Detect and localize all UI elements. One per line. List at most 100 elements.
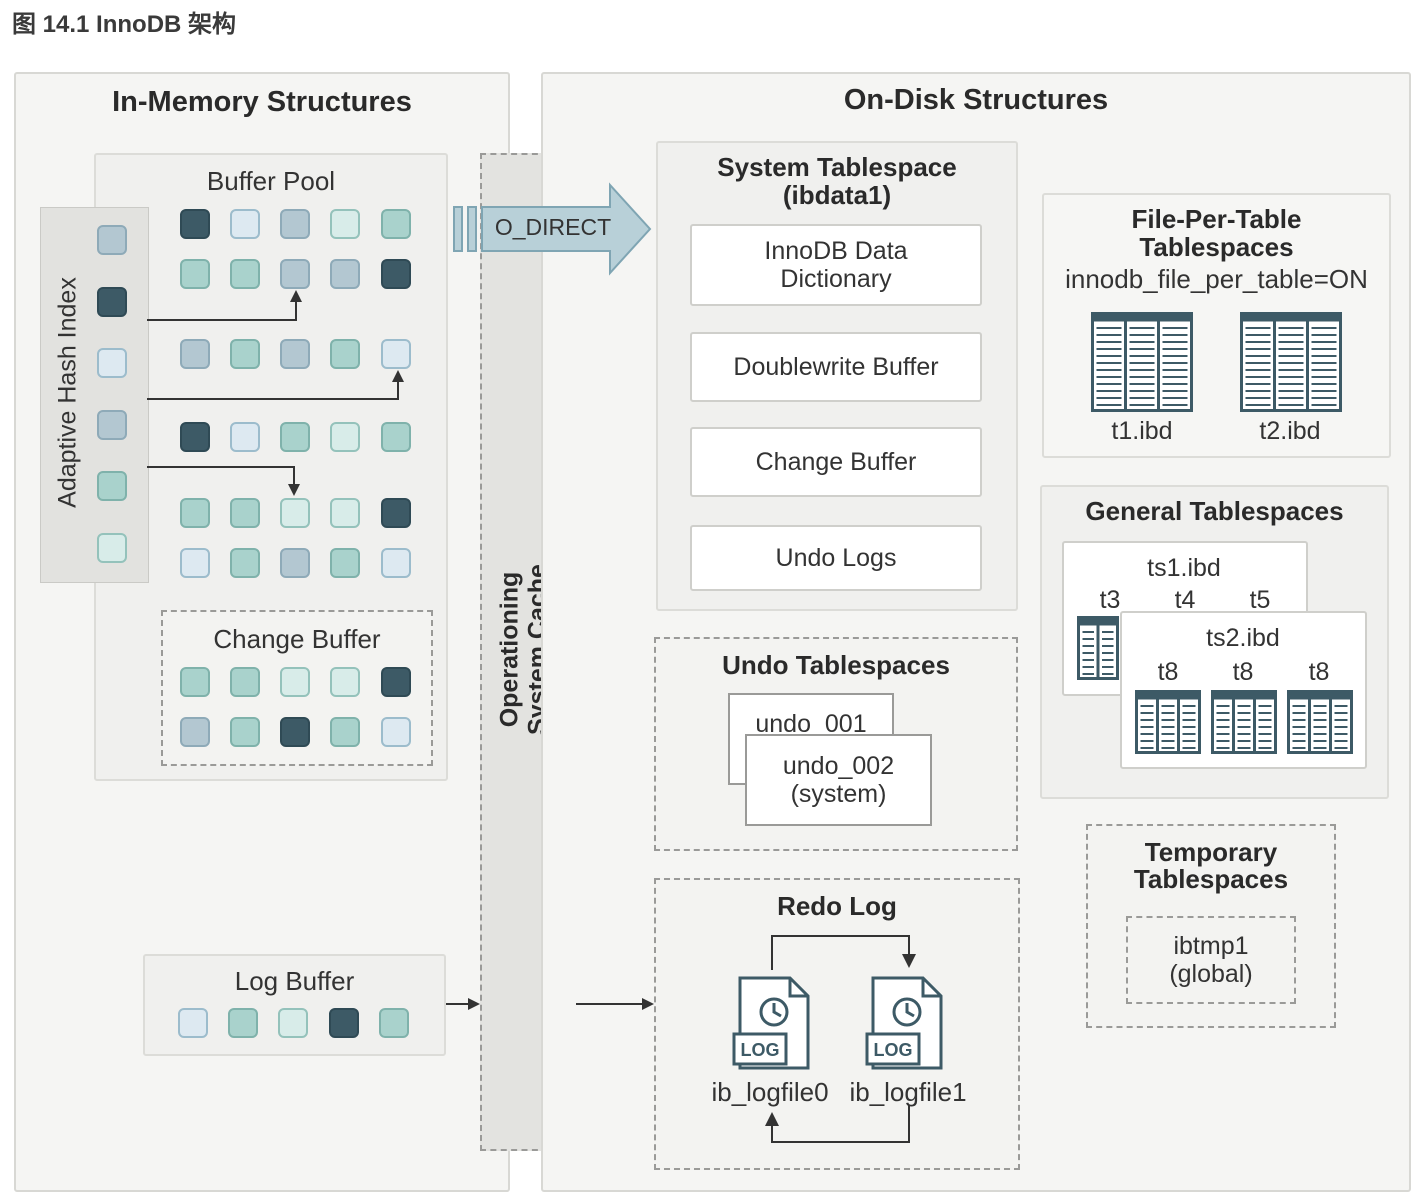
page-cell (329, 1008, 359, 1038)
page-cell (228, 1008, 258, 1038)
table-icon (1240, 312, 1342, 412)
log-icon-text: LOG (741, 1040, 780, 1060)
page-cell (178, 1008, 208, 1038)
ts1-table-t3: t3 (1099, 586, 1121, 614)
temporary-tablespaces-title: Temporary (1144, 837, 1278, 867)
page-cell (381, 259, 411, 289)
page-cell (180, 548, 210, 578)
general-tablespaces-title: General Tablespaces (1085, 496, 1344, 526)
page-cell (330, 498, 360, 528)
redo-logfile0-label: ib_logfile0 (711, 1077, 829, 1107)
log-buffer-title: Log Buffer (234, 966, 355, 996)
file-per-table-setting: innodb_file_per_table=ON (1065, 264, 1368, 294)
buffer-pool-title: Buffer Pool (206, 166, 336, 196)
table-icon (1287, 690, 1353, 754)
page-cell (230, 548, 260, 578)
file-per-table-title: File-Per-Table (1131, 204, 1302, 234)
log-file-icon: LOG (865, 976, 943, 1070)
undo-tablespaces-title: Undo Tablespaces (722, 650, 950, 680)
ibtmp1-sublabel: (global) (1169, 960, 1253, 988)
ts2-table-t8-c: t8 (1308, 658, 1330, 686)
redo-log-title: Redo Log (777, 891, 897, 921)
page-cell (330, 209, 360, 239)
page-cell (381, 498, 411, 528)
on-disk-title: On-Disk Structures (843, 84, 1109, 116)
page-cell (280, 717, 310, 747)
page-cell (381, 422, 411, 452)
file-t2-label: t2.ibd (1259, 417, 1321, 445)
page-cell (230, 339, 260, 369)
system-item-data-dictionary-line1: InnoDB Data (764, 237, 908, 265)
system-item-undo-logs: Undo Logs (690, 525, 982, 591)
page-cell (381, 209, 411, 239)
table-icon (1135, 690, 1201, 754)
system-tablespace-title: System Tablespace (717, 152, 957, 182)
o-direct-label: O_DIRECT (494, 214, 612, 240)
change-buffer-memory-title: Change Buffer (213, 624, 381, 654)
page-cell (180, 667, 210, 697)
ts2-table-t8-b: t8 (1232, 658, 1254, 686)
log-icon-text: LOG (874, 1040, 913, 1060)
page-cell (280, 209, 310, 239)
system-item-change-buffer: Change Buffer (690, 427, 982, 497)
system-item-doublewrite-buffer-label: Doublewrite Buffer (733, 353, 939, 381)
system-item-change-buffer-label: Change Buffer (755, 448, 917, 476)
ts1-table-t4: t4 (1174, 586, 1196, 614)
page-cell (280, 548, 310, 578)
table-icon (1091, 312, 1193, 412)
page-cell (230, 667, 260, 697)
file-t1-label: t1.ibd (1111, 417, 1173, 445)
ibtmp1-box (1126, 916, 1296, 1004)
system-item-data-dictionary: InnoDB Data Dictionary (690, 224, 982, 306)
ibtmp1-label: ibtmp1 (1173, 932, 1249, 960)
page-cell (180, 209, 210, 239)
redo-log-panel (654, 878, 1020, 1170)
undo-002-box (745, 734, 932, 826)
page-cell (97, 410, 127, 440)
page-cell (330, 339, 360, 369)
table-icon (1211, 690, 1277, 754)
ts2-name: ts2.ibd (1206, 624, 1280, 652)
page-cell (230, 422, 260, 452)
page-cell (97, 225, 127, 255)
undo-002-label: undo_002 (782, 752, 895, 780)
redo-logfile1-label: ib_logfile1 (849, 1077, 967, 1107)
page-cell (180, 339, 210, 369)
page-cell (180, 498, 210, 528)
redo-log-cycle-arrows (765, 935, 916, 1143)
page-cell (280, 667, 310, 697)
page-cell (230, 209, 260, 239)
page-cell (180, 422, 210, 452)
temporary-tablespaces-subtitle: Tablespaces (1133, 864, 1289, 894)
page-cell (230, 717, 260, 747)
ts2-table-t8-a: t8 (1157, 658, 1179, 686)
system-item-doublewrite-buffer: Doublewrite Buffer (690, 332, 982, 402)
page-cell (280, 259, 310, 289)
log-buffer-panel (143, 954, 446, 1056)
page-cell (97, 348, 127, 378)
page-cell (381, 548, 411, 578)
system-tablespace-subtitle: (ibdata1) (782, 180, 892, 210)
page-cell (379, 1008, 409, 1038)
page-cell (330, 717, 360, 747)
ts1-name: ts1.ibd (1147, 554, 1221, 582)
page-cell (330, 259, 360, 289)
page-cell (280, 422, 310, 452)
page-cell (381, 667, 411, 697)
ts1-table-t5: t5 (1249, 586, 1271, 614)
page-cell (280, 339, 310, 369)
page-cell (180, 259, 210, 289)
page-cell (330, 548, 360, 578)
adaptive-hash-index-panel (40, 207, 149, 583)
page-cell (330, 667, 360, 697)
in-memory-title: In-Memory Structures (112, 86, 412, 118)
figure-caption: 图 14.1 InnoDB 架构 (12, 11, 237, 38)
log-file-icon: LOG (732, 976, 810, 1070)
page-cell (280, 498, 310, 528)
table-icon (1077, 616, 1119, 680)
page-cell (381, 717, 411, 747)
page-cell (381, 339, 411, 369)
page-cell (230, 498, 260, 528)
page-cell (230, 259, 260, 289)
o-direct-arrow (453, 182, 652, 276)
